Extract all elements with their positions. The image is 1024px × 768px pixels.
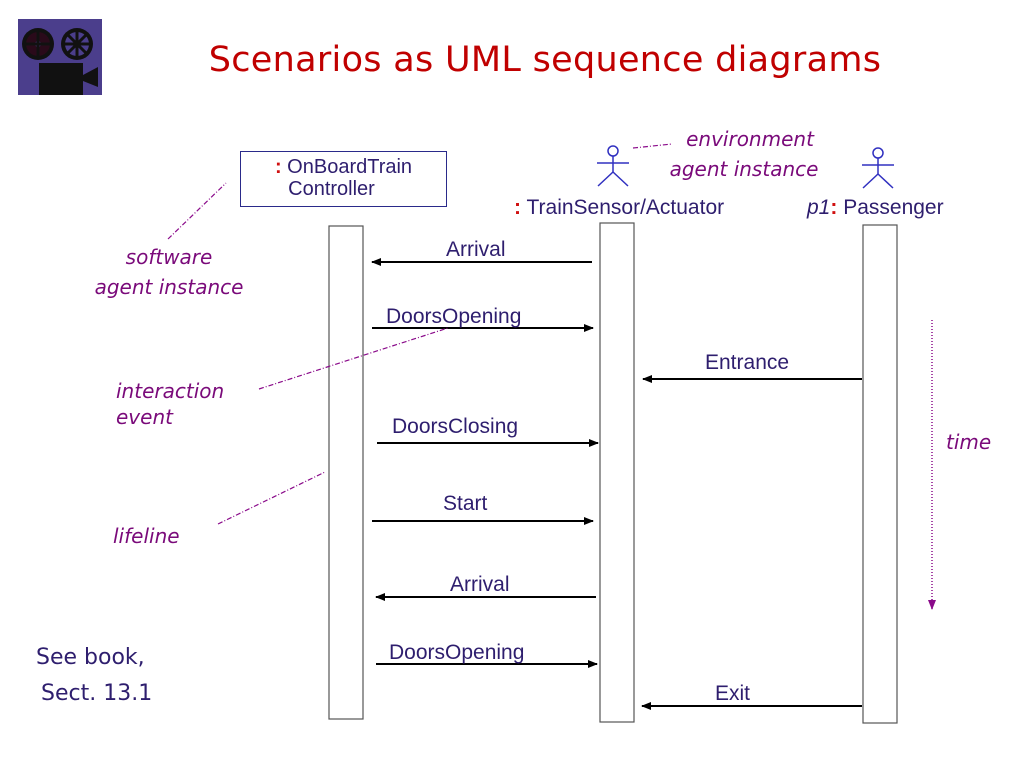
annotation-line: event — [116, 405, 173, 429]
interaction-callout-line — [258, 327, 449, 390]
sensor-actor-label: : TrainSensor/Actuator — [514, 196, 724, 220]
annotation-line: interaction — [116, 379, 225, 403]
message-label: Start — [443, 492, 488, 515]
instance-colon: : — [830, 196, 838, 219]
message-label: Arrival — [446, 238, 506, 261]
passenger-lifeline — [862, 224, 898, 724]
sensor-name: TrainSensor/Actuator — [526, 196, 725, 219]
controller-object-label: : OnBoardTrain Controller — [240, 156, 447, 200]
message-label: DoorsClosing — [392, 415, 519, 438]
time-annotation: time — [946, 430, 992, 454]
instance-colon: : — [274, 156, 282, 178]
message-label: DoorsOpening — [386, 305, 522, 328]
annotation-line: software — [125, 245, 213, 269]
sensor-actor-icon — [597, 145, 629, 187]
message-label: DoorsOpening — [389, 641, 525, 664]
controller-name-line2: Controller — [288, 178, 375, 200]
slide-title: Scenarios as UML sequence diagrams — [208, 40, 882, 80]
software-callout-line — [167, 182, 227, 240]
controller-lifeline — [328, 225, 364, 720]
controller-name-line1: OnBoardTrain — [287, 156, 413, 178]
passenger-actor-icon — [862, 147, 894, 189]
passenger-instance-name: p1 — [807, 196, 831, 219]
annotation-line: agent instance — [669, 157, 819, 181]
message-label: Exit — [715, 682, 751, 705]
book-reference-line2: Sect. 13.1 — [41, 681, 153, 706]
environment-agent-annotation: environment agent instance — [656, 124, 832, 184]
book-reference: See book, Sect. 13.1 — [36, 640, 152, 712]
book-reference-line1: See book, — [36, 645, 145, 670]
annotation-line: agent instance — [94, 275, 244, 299]
controller-object-box — [240, 151, 447, 207]
annotation-line: environment — [686, 127, 814, 151]
film-projector-icon — [18, 19, 102, 95]
message-label: Entrance — [705, 351, 790, 374]
sensor-lifeline — [599, 222, 635, 723]
environment-callout-line — [632, 143, 673, 149]
message-label: Arrival — [450, 573, 510, 596]
interaction-event-annotation: interaction event — [116, 378, 224, 430]
passenger-actor-label: p1: Passenger — [807, 196, 944, 220]
lifeline-annotation: lifeline — [113, 524, 180, 548]
software-agent-annotation: software agent instance — [80, 242, 258, 302]
lifeline-callout-line — [217, 471, 326, 525]
passenger-name: Passenger — [843, 196, 944, 219]
instance-colon: : — [514, 196, 521, 219]
